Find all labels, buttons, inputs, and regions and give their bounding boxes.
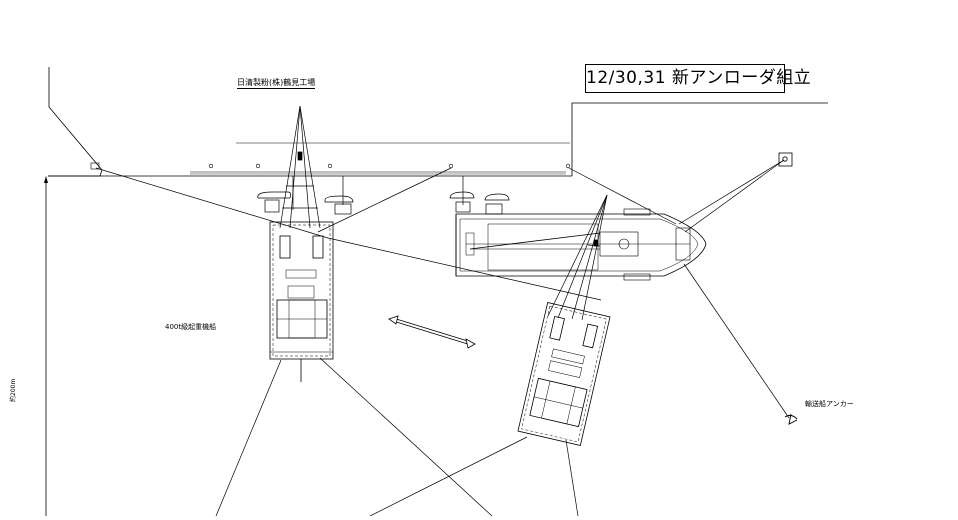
movement-arrow <box>388 315 476 349</box>
ship-anchor-icon <box>784 413 798 425</box>
dimension-label: 約200m <box>10 378 17 402</box>
crane-barge-label: 400t級起重機船 <box>165 323 217 331</box>
mooring-lines <box>95 159 790 517</box>
existing-unloaders <box>257 176 510 215</box>
bollards <box>208 163 571 169</box>
dimension-line <box>44 176 48 516</box>
left-crane-barge <box>269 221 334 382</box>
drawing-title: 12/30,31 新アンローダ組立 <box>585 64 811 93</box>
anchor-label: 輸送船アンカー <box>805 400 854 408</box>
right-crane-jib <box>547 194 608 321</box>
factory-label: 日清製粉(株)鶴見工場 <box>237 78 316 89</box>
anchor-marker <box>778 152 793 167</box>
quay-outline <box>48 67 828 177</box>
left-crane-jib <box>279 105 321 229</box>
unloader-ship-hull <box>455 208 707 281</box>
right-crane-barge <box>517 302 611 446</box>
